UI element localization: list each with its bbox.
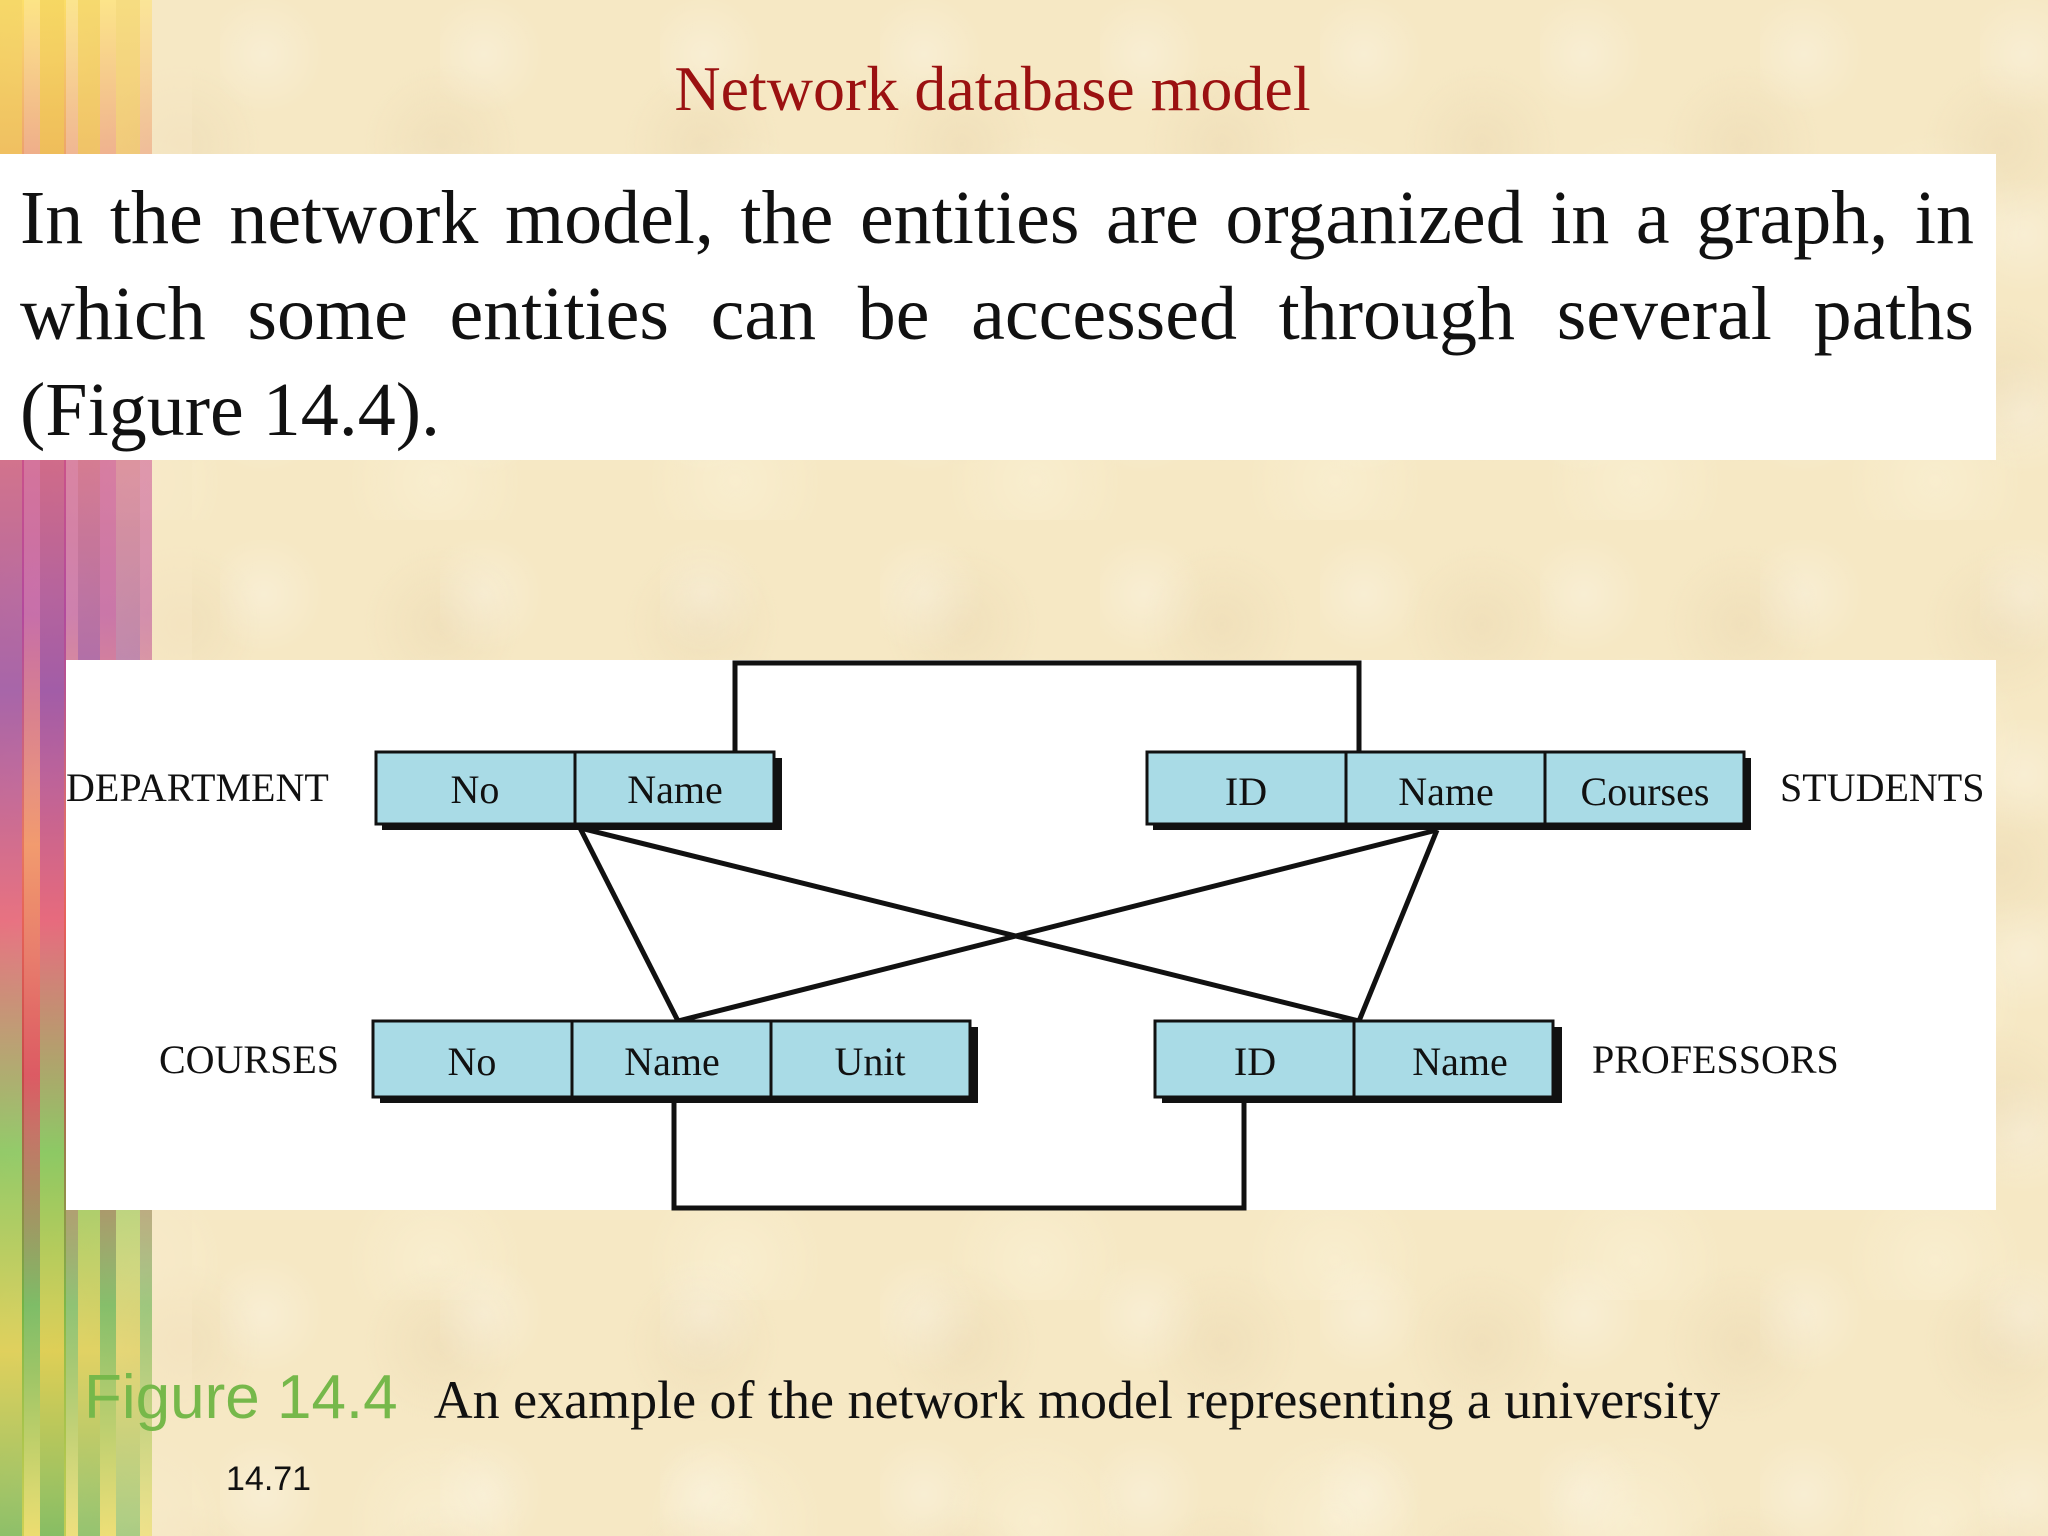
slide-number: 14.71 <box>226 1460 312 1498</box>
entity-students: ID Name Courses <box>1145 750 1751 830</box>
link-students-professors <box>1356 829 1440 1022</box>
department-field-no: No <box>451 767 500 812</box>
diagram-connectors <box>577 660 1440 1211</box>
professors-field-id: ID <box>1234 1039 1276 1084</box>
courses-field-unit: Unit <box>834 1039 905 1084</box>
courses-field-name: Name <box>624 1039 720 1084</box>
link-department-students <box>732 660 1362 752</box>
figure-caption-text: An example of the network model represen… <box>433 1370 1721 1430</box>
link-department-courses <box>577 826 681 1023</box>
link-department-professors <box>579 825 1360 1024</box>
department-field-name: Name <box>627 767 723 812</box>
link-courses-professors <box>671 1099 1247 1211</box>
figure-caption: Figure 14.4 An example of the network mod… <box>84 1362 1720 1442</box>
link-students-courses <box>677 827 1438 1024</box>
entity-label-professors: PROFESSORS <box>1592 1037 1839 1082</box>
students-field-courses: Courses <box>1581 769 1710 814</box>
entity-department: No Name <box>374 750 782 830</box>
professors-field-name: Name <box>1412 1039 1508 1084</box>
courses-field-no: No <box>448 1039 497 1084</box>
figure-caption-label: Figure 14.4 <box>84 1363 398 1432</box>
body-text-box <box>0 154 1996 460</box>
entity-professors: ID Name <box>1153 1019 1562 1103</box>
entity-label-courses: COURSES <box>159 1037 339 1082</box>
entity-label-department: DEPARTMENT <box>66 765 329 810</box>
slide-title: Network database model <box>674 53 1311 124</box>
entity-courses: No Name Unit <box>371 1019 978 1103</box>
students-field-id: ID <box>1225 769 1267 814</box>
body-text: In the network model, the entities are o… <box>20 176 1974 452</box>
students-field-name: Name <box>1398 769 1494 814</box>
entity-label-students: STUDENTS <box>1780 765 1984 810</box>
